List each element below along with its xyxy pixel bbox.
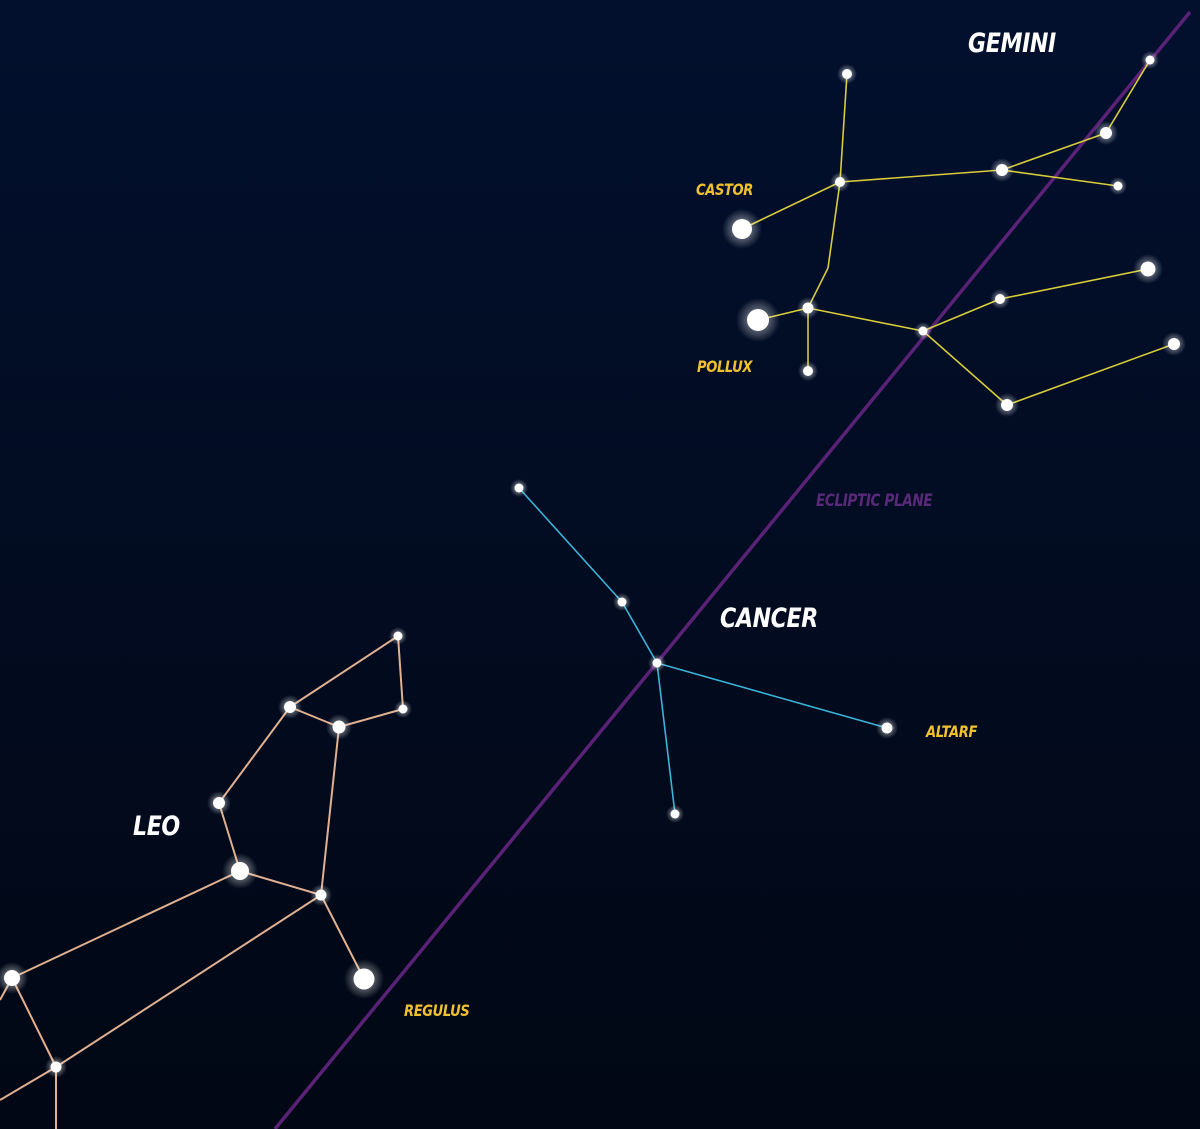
star-gemini-arm xyxy=(990,289,1010,309)
star-leo-hip xyxy=(45,1056,67,1078)
star-gemini-hand xyxy=(1133,254,1163,284)
star-gemini-upper-right xyxy=(1094,121,1118,145)
gemini-label: GEMINI xyxy=(968,28,1056,59)
star-gemini-top xyxy=(837,64,857,84)
leo-label: LEO xyxy=(133,811,180,842)
cancer-label: CANCER xyxy=(720,603,818,634)
star-leo-sickle-top xyxy=(389,627,407,645)
castor-label: CASTOR xyxy=(696,180,753,199)
star-cancer-mid xyxy=(613,593,631,611)
star-cancer-center xyxy=(648,654,666,672)
star-altarf xyxy=(876,717,898,739)
star-gemini-hub xyxy=(830,172,850,192)
star-leo-chest xyxy=(222,853,258,889)
leo-lines xyxy=(0,635,404,1129)
ecliptic-line xyxy=(273,10,1192,1129)
star-leo-head xyxy=(278,695,302,719)
star-leo-mane xyxy=(326,714,352,740)
pollux-label: POLLUX xyxy=(697,357,753,376)
cancer-lines xyxy=(518,487,888,815)
ecliptic-label: ECLIPTIC PLANE xyxy=(816,491,933,511)
star-gemini-leg xyxy=(995,393,1019,417)
star-gemini-mid xyxy=(990,158,1014,182)
star-leo-sickle-end xyxy=(394,700,412,718)
star-gemini-right xyxy=(1109,177,1127,195)
leo-stars xyxy=(0,627,412,1078)
star-gemini-knee xyxy=(797,297,819,319)
star-regulus xyxy=(344,959,384,999)
star-gemini-foot xyxy=(798,361,818,381)
star-cancer-bottom xyxy=(666,805,684,823)
star-leo-neck xyxy=(207,791,231,815)
star-gemini-waist xyxy=(914,322,932,340)
altarf-label: ALTARF xyxy=(926,722,978,741)
star-leo-shoulder xyxy=(310,884,332,906)
regulus-label: REGULUS xyxy=(404,1001,470,1020)
star-cancer-top xyxy=(510,479,528,497)
star-pollux xyxy=(736,298,780,342)
gemini-stars xyxy=(722,51,1186,417)
star-gemini-heel xyxy=(1162,332,1186,356)
star-leo-back xyxy=(0,962,28,994)
star-castor xyxy=(722,209,762,249)
cancer-stars xyxy=(510,479,898,823)
star-gemini-corner xyxy=(1141,51,1159,69)
